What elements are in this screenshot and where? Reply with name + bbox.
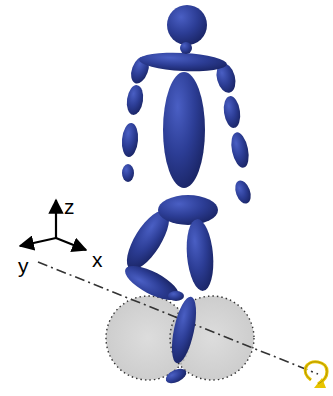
rotation-arrow <box>305 362 327 388</box>
humanoid-figure <box>119 5 254 386</box>
axis-label: y <box>18 255 29 276</box>
rotation-axis <box>38 262 318 374</box>
axis-label: z <box>64 196 75 217</box>
axis-label: x <box>92 249 103 270</box>
axis-triad <box>20 200 86 250</box>
